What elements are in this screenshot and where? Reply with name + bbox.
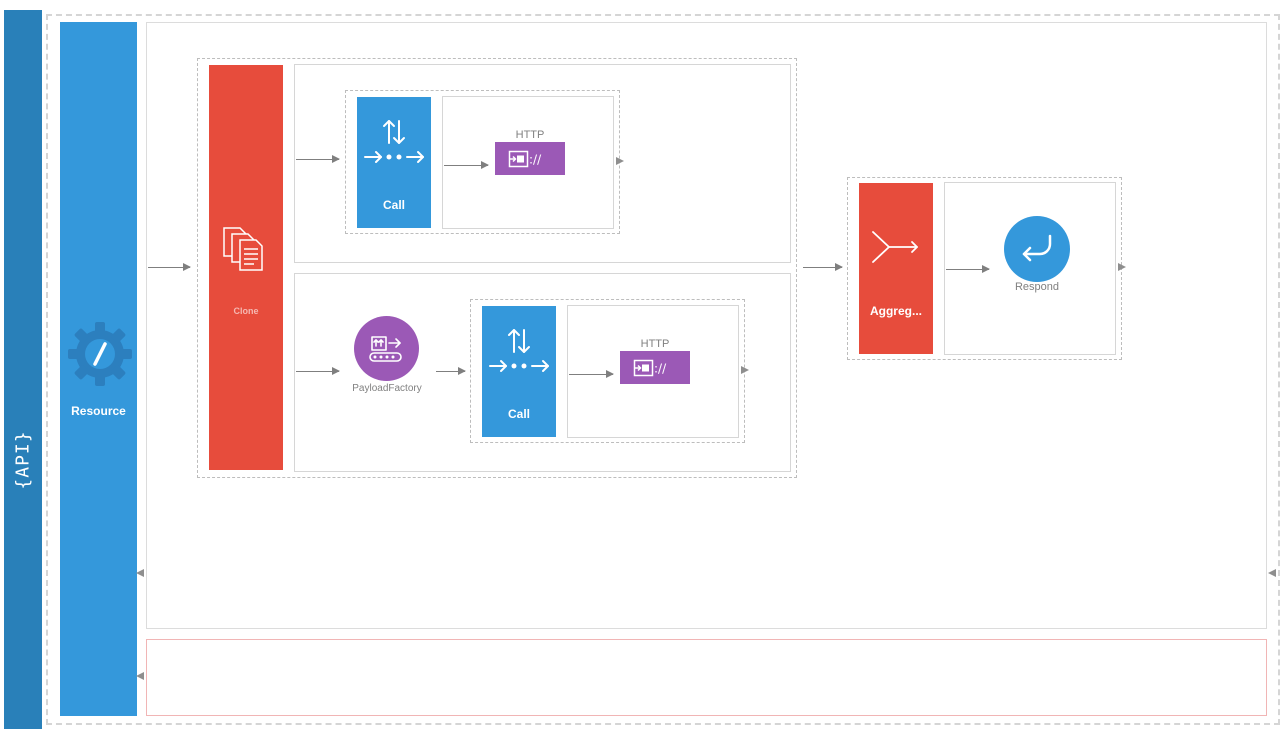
aggregate-icon bbox=[872, 231, 918, 263]
api-resource-frame bbox=[46, 14, 1280, 725]
flow-arrow bbox=[148, 263, 191, 271]
call-label-2: Call bbox=[507, 407, 530, 421]
gear-icon bbox=[68, 322, 132, 386]
in-sequence bbox=[146, 22, 1267, 629]
fault-sequence bbox=[146, 639, 1267, 716]
svg-text:://: :// bbox=[529, 152, 542, 166]
call-mediator-1[interactable]: Call bbox=[357, 97, 431, 228]
aggregate-label: Aggreg... bbox=[869, 304, 922, 318]
return-arrow-fault bbox=[136, 672, 144, 680]
aggregate-mediator[interactable]: Aggreg... bbox=[859, 183, 933, 354]
out-arrow bbox=[616, 157, 624, 165]
api-bar[interactable]: {API} bbox=[4, 10, 42, 729]
return-arrow-in bbox=[136, 569, 144, 577]
payload-factory-label: PayloadFactory bbox=[352, 383, 422, 394]
clone-label: Clone bbox=[233, 306, 259, 316]
api-label: {API} bbox=[12, 430, 34, 490]
resource-label: Resource bbox=[71, 404, 126, 418]
flow-arrow bbox=[436, 367, 466, 375]
http-label-2: HTTP bbox=[640, 338, 670, 350]
clone-mediator[interactable]: Clone bbox=[209, 65, 283, 470]
out-arrow bbox=[741, 366, 749, 374]
flow-arrow bbox=[569, 370, 614, 378]
respond-mediator[interactable] bbox=[1004, 216, 1070, 282]
call-mediator-2[interactable]: Call bbox=[482, 306, 556, 437]
flow-arrow bbox=[803, 263, 843, 271]
http-endpoint-icon: :// bbox=[633, 359, 667, 376]
http-endpoint-2[interactable]: :// bbox=[620, 351, 690, 384]
return-arrow-outer bbox=[1268, 569, 1276, 577]
flow-arrow bbox=[296, 155, 340, 163]
http-endpoint-icon: :// bbox=[508, 150, 542, 167]
flow-arrow bbox=[946, 265, 990, 273]
call-icon bbox=[364, 120, 424, 163]
clone-icon bbox=[223, 227, 263, 271]
clone-group bbox=[197, 58, 797, 478]
flow-arrow bbox=[296, 367, 340, 375]
call-icon bbox=[489, 329, 549, 372]
respond-label: Respond bbox=[1014, 281, 1060, 293]
out-arrow bbox=[1118, 263, 1126, 271]
svg-text:://: :// bbox=[654, 361, 667, 375]
http-endpoint-1[interactable]: :// bbox=[495, 142, 565, 175]
resource-block[interactable]: Resource bbox=[60, 22, 137, 716]
call-label-1: Call bbox=[382, 198, 405, 212]
payload-factory-mediator[interactable] bbox=[354, 316, 419, 381]
flow-arrow bbox=[444, 161, 489, 169]
http-label-1: HTTP bbox=[515, 129, 545, 141]
